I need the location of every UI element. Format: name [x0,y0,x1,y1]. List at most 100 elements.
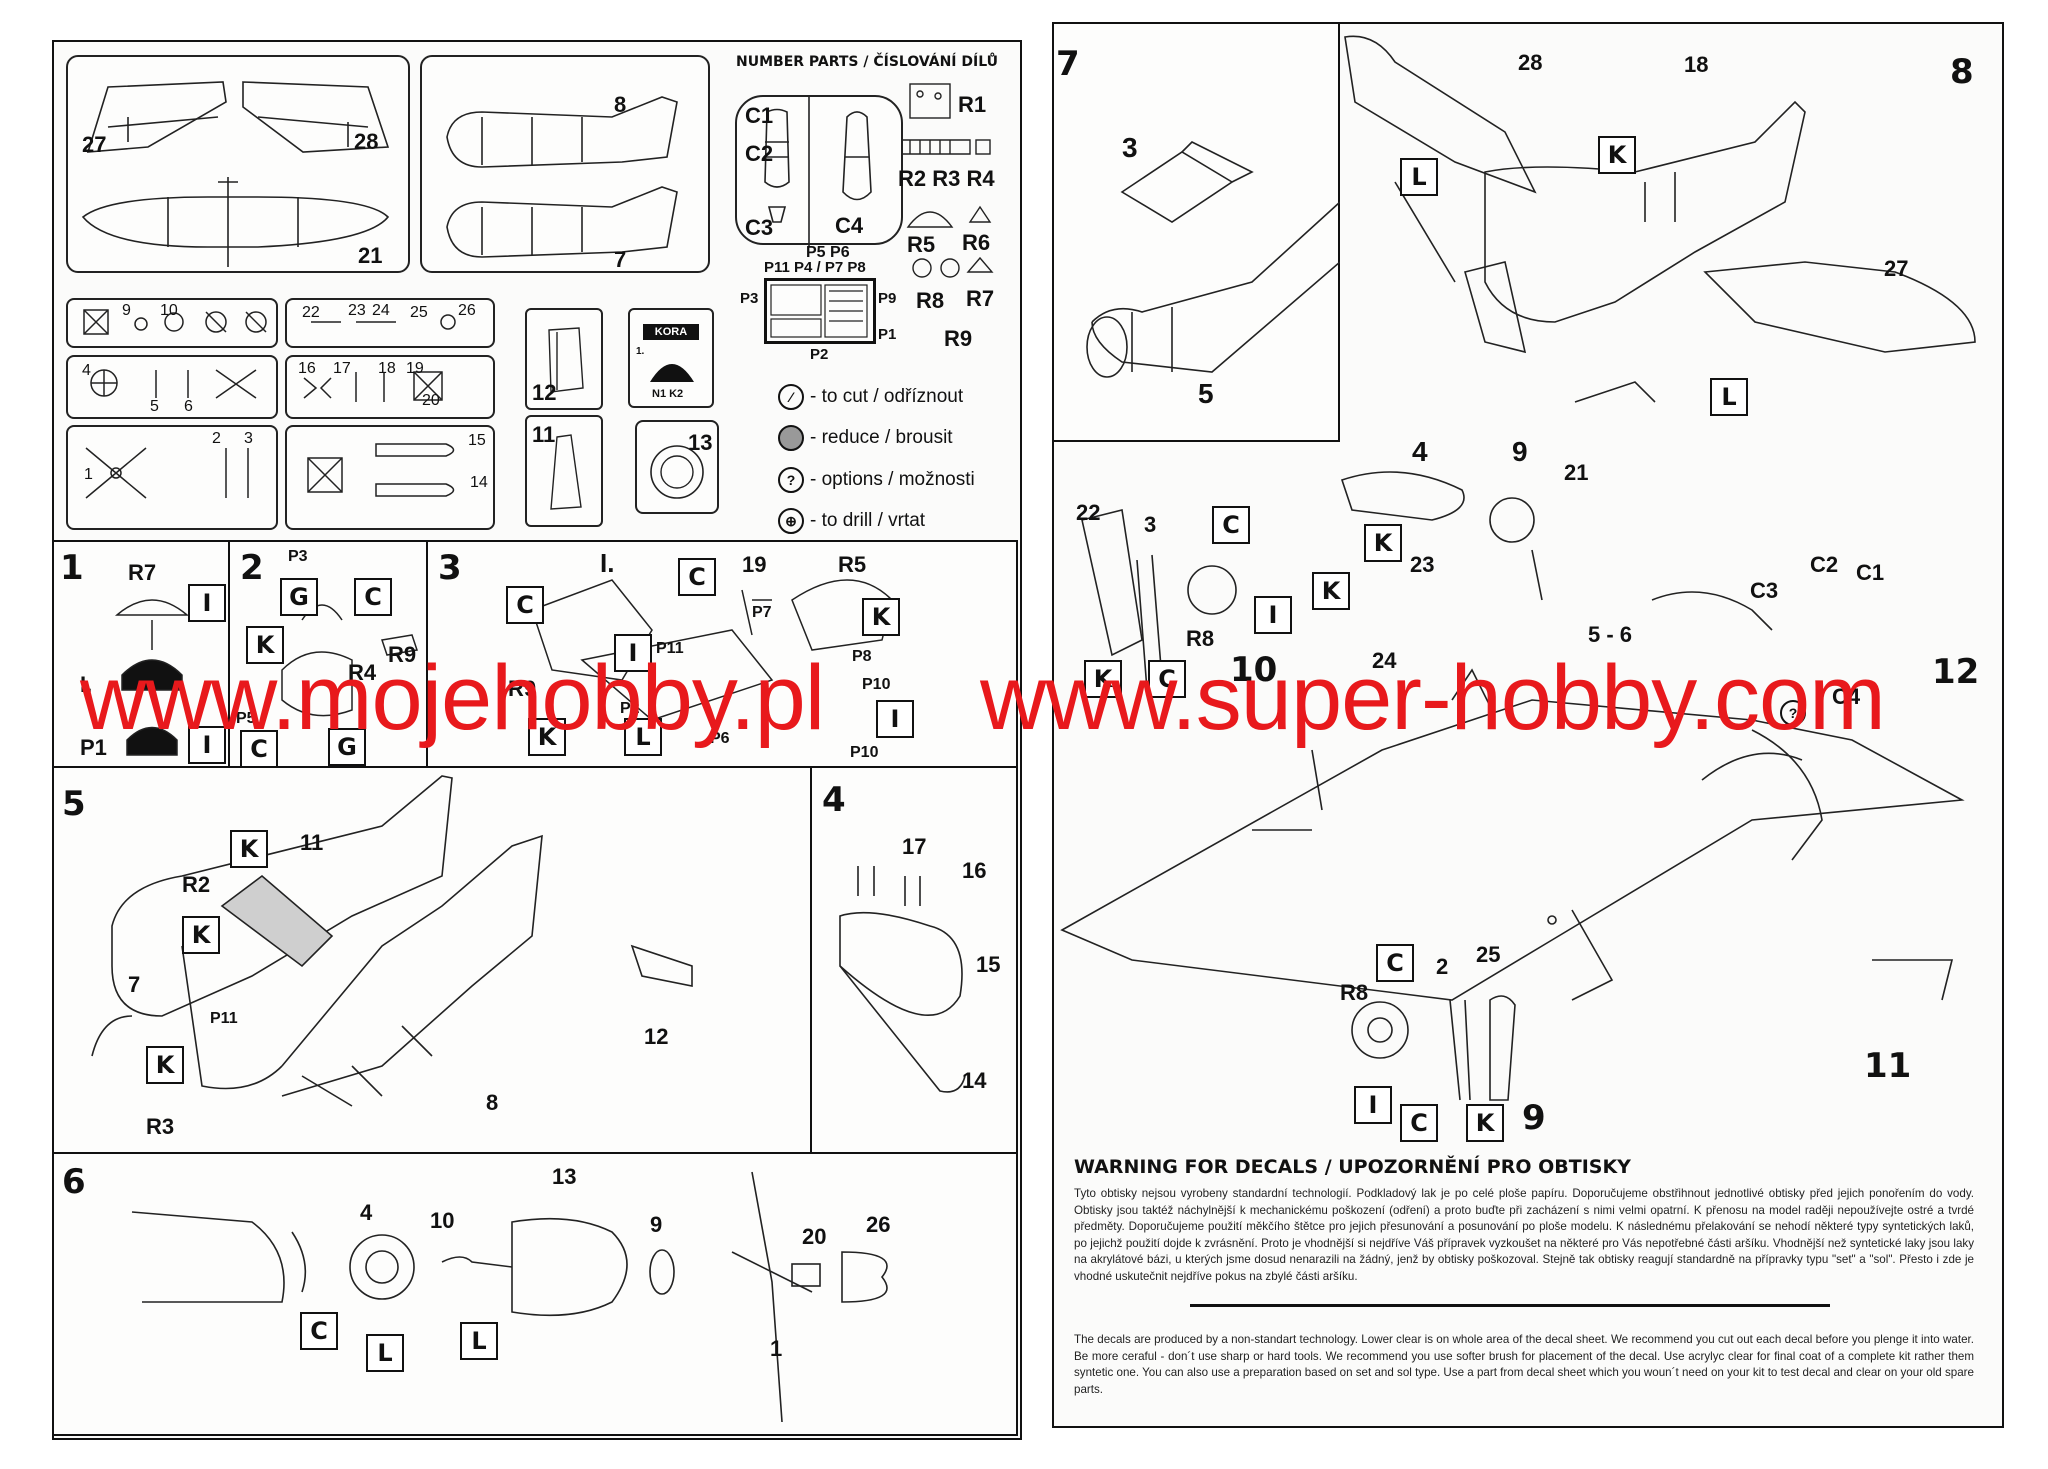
s4-16: 16 [962,858,987,883]
parts-header: NUMBER PARTS / ČÍSLOVÁNÍ DÍLŮ [736,54,999,70]
s3-sq-c2: C [678,558,716,596]
s2-sq-c2: C [240,730,278,768]
s3-r9: R9 [508,676,537,701]
s3-sq-c1: C [506,586,544,624]
s8-21: 21 [1564,460,1589,485]
s9-24: 24 [1372,648,1397,673]
s7-5: 5 [1198,378,1214,409]
s1-r7: R7 [128,560,157,585]
step-5-box [52,766,812,1154]
s12-c1: C1 [1856,560,1885,585]
s7-3: 3 [1122,132,1138,163]
options-icon: ? [778,467,804,493]
s12-c4: C4 [1832,684,1861,709]
watermark-left: www.mojehobby.pl [80,647,825,749]
reduce-icon [778,425,804,451]
s1-p1: P1 [80,735,107,760]
s9b-2: 2 [1436,954,1449,979]
s3-i: I. [600,548,615,578]
s9b-sq-k: K [1466,1104,1504,1142]
s5-12: 12 [644,1024,669,1049]
s9b-sq-i: I [1354,1086,1392,1124]
row1-9: 9 [122,302,131,319]
step-8-drawing [1344,35,1976,403]
parts-row3-right [285,425,495,530]
row3-15: 15 [468,432,486,449]
legend-options-text: - options / možnosti [810,469,975,490]
step-1-number: 1 [60,548,84,588]
s2-sq-c: C [354,578,392,616]
cowl-12-drawing [548,327,584,393]
s9-sq-c2: C [1148,660,1186,698]
canopy-sprue: C1 C2 C3 C4 [735,95,903,247]
s9-56: 5 - 6 [1588,622,1633,647]
steps-1-3-drawing [114,579,893,756]
step-3-number: 3 [438,548,462,588]
fuselage-drawings [446,96,678,258]
watermark-right: www.super-hobby.com [980,647,1886,749]
row1-22: 22 [302,304,320,321]
row1-25: 25 [410,304,428,321]
s8-27: 27 [1884,256,1909,281]
etch-p3: P3 [740,290,759,307]
cowl-11-drawing [550,434,582,510]
row2-6: 6 [184,398,193,415]
s5-r3: R3 [146,1114,175,1139]
step-7-number: 7 [1056,44,1080,84]
s9b-sq-c2: C [1400,1104,1438,1142]
s8-sq-l2: L [1710,378,1748,416]
s3-sq-i2: I [876,700,914,738]
s9b-drawing [1351,995,1516,1101]
step-8-number: 8 [1950,52,1974,92]
legend-reduce-text: - reduce / brousit [810,427,953,448]
legend-cut: ⁄- to cut / odříznout [778,384,963,410]
part-21: 21 [358,243,383,268]
canopy-c2: C2 [745,141,774,166]
resin-r6: R6 [962,230,991,255]
s5-11: 11 [300,830,324,855]
s5-r2: R2 [182,872,211,897]
s5-7: 7 [128,972,141,997]
cowl-11-label: 11 [532,422,556,447]
s3-p11: P11 [656,640,684,657]
step-9-12-drawing [1060,471,1965,1001]
s3-r5: R5 [838,552,867,577]
cut-icon: ⁄ [778,384,804,410]
wing-drawings [81,81,390,267]
legend-drill-text: - to drill / vrtat [810,510,926,531]
brand-logo: KORA [643,324,699,340]
s6-sq-c: C [300,1312,338,1350]
s12-options-marker: ? [1780,700,1806,726]
canopy-c3: C3 [745,215,774,240]
s6-20: 20 [802,1224,827,1249]
s3-p10: P10 [862,676,891,693]
s6-10: 10 [430,1208,455,1233]
s3-p8: P8 [852,648,872,665]
row2-4: 4 [82,362,91,379]
row1-23: 23 [348,302,366,319]
s2-sq-g: G [280,578,318,616]
row2-16: 16 [298,360,316,377]
warning-divider [1190,1304,1830,1307]
brand-instrument-icon [650,364,694,382]
cowl-11-box [525,415,603,527]
overview-wings-box: 27 28 21 [66,55,410,273]
s3-p2: P2 [620,700,640,717]
s5-p11: P11 [210,1010,238,1027]
small-parts-drawing [83,309,456,499]
s5-sq-k2: K [182,916,220,954]
etch-p1: P1 [878,326,897,343]
parts-row2-right [285,355,495,419]
s8-18: 18 [1684,52,1709,77]
legend-reduce: - reduce / brousit [778,425,953,451]
decal-warning-title: WARNING FOR DECALS / UPOZORNĚNÍ PRO OBTI… [1074,1156,1631,1178]
s4-14: 14 [962,1068,987,1093]
s9b-number: 9 [1522,1098,1546,1138]
step-10-number: 10 [1230,650,1278,690]
s9-sq-k3: K [1084,660,1122,698]
s9-22: 22 [1076,500,1101,525]
row3-1: 1 [84,466,93,483]
resin-parts-drawing [901,83,994,278]
s2-r4: R4 [348,660,377,685]
row2-18: 18 [378,360,396,377]
